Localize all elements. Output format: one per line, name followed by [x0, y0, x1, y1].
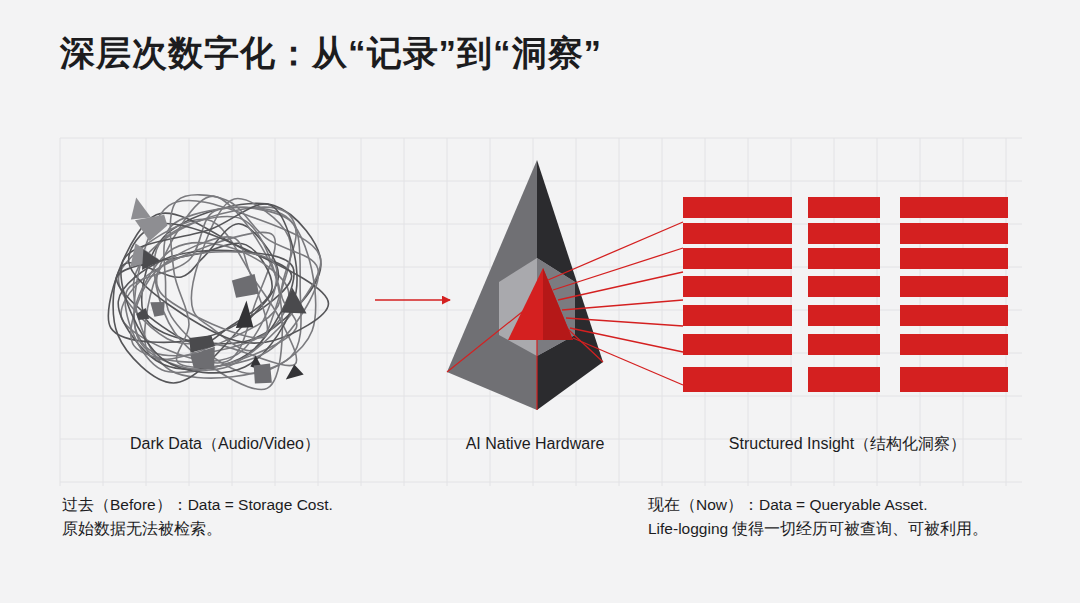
tangle-stroke: [134, 243, 289, 356]
grid-line: [232, 138, 233, 486]
tangle-stroke: [164, 207, 316, 373]
insight-bar: [900, 305, 1008, 326]
grid-line: [662, 138, 663, 486]
insight-bar: [900, 334, 1008, 355]
insight-ray: [558, 272, 683, 300]
hardware-node: AI Native Hardware: [450, 150, 620, 455]
insight-bar: [808, 276, 880, 297]
note-text: 过去（Before）：Data = Storage Cost.: [62, 494, 333, 516]
insight-ray: [553, 248, 683, 290]
insight-bar: [683, 367, 792, 392]
data-shard: [254, 364, 272, 384]
node-caption: Dark Data（Audio/Video）: [130, 433, 320, 455]
data-shard: [282, 288, 307, 314]
insight-ray: [573, 338, 683, 385]
insight-bar: [683, 197, 792, 218]
node-caption: Structured Insight（结构化洞察）: [729, 433, 966, 455]
insight-ray: [548, 222, 683, 280]
red-core-triangle: [508, 268, 573, 340]
insight-bar: [683, 276, 792, 297]
insight-bar: [808, 305, 880, 326]
insight-bar: [900, 223, 1008, 244]
insight-bar: [808, 248, 880, 269]
grid-line: [404, 138, 405, 486]
grid-line: [619, 138, 620, 486]
structured-bars: [683, 197, 1008, 392]
data-shard: [131, 198, 151, 220]
insight-bar: [900, 367, 1008, 392]
insight-bar: [683, 248, 792, 269]
insight-node: Structured Insight（结构化洞察）: [675, 150, 1020, 455]
dark-data-node: Dark Data（Audio/Video）: [75, 150, 375, 455]
insight-bar: [808, 367, 880, 392]
insight-ray: [566, 318, 683, 326]
insight-bar: [808, 334, 880, 355]
data-shard: [136, 308, 149, 320]
red-core-shade: [543, 268, 573, 340]
data-shard: [142, 249, 160, 270]
insight-bar: [900, 197, 1008, 218]
note-text: Life-logging 使得一切经历可被查询、可被利用。: [648, 518, 988, 540]
dark-data-scribble: [108, 195, 328, 390]
node-caption: AI Native Hardware: [466, 433, 605, 455]
grid-line: [60, 138, 1022, 139]
insight-ray: [562, 300, 683, 310]
insight-bar: [900, 276, 1008, 297]
slide-title: 深层次数字化：从“记录”到“洞察”: [60, 30, 602, 77]
insight-bar: [808, 197, 880, 218]
grid-line: [103, 138, 104, 486]
tangle-stroke: [134, 200, 321, 370]
data-shard: [150, 302, 164, 317]
grid-line: [60, 482, 1022, 483]
tangle-stroke: [121, 204, 297, 373]
tangle-stroke: [131, 252, 277, 363]
data-shard: [232, 274, 259, 298]
data-shard: [190, 347, 215, 370]
insight-bar: [683, 334, 792, 355]
ai-pyramid: [447, 160, 603, 410]
note-text: 原始数据无法被检索。: [62, 518, 222, 540]
tangle-stroke: [170, 195, 318, 367]
insight-bar: [683, 305, 792, 326]
note-text: 现在（Now）：Data = Queryable Asset.: [648, 494, 927, 516]
grid-line: [447, 138, 448, 486]
background-grid: [60, 138, 1022, 486]
insight-rays: [548, 222, 683, 385]
insight-ray: [570, 328, 683, 352]
insight-bar: [900, 248, 1008, 269]
data-shard: [236, 300, 254, 328]
grid-line: [60, 138, 61, 486]
insight-bar: [808, 223, 880, 244]
data-shard: [286, 364, 304, 379]
grid-line: [361, 138, 362, 486]
flow-arrow: [375, 299, 450, 301]
grid-line: [318, 138, 319, 486]
insight-bar: [683, 223, 792, 244]
data-shard: [135, 215, 167, 241]
